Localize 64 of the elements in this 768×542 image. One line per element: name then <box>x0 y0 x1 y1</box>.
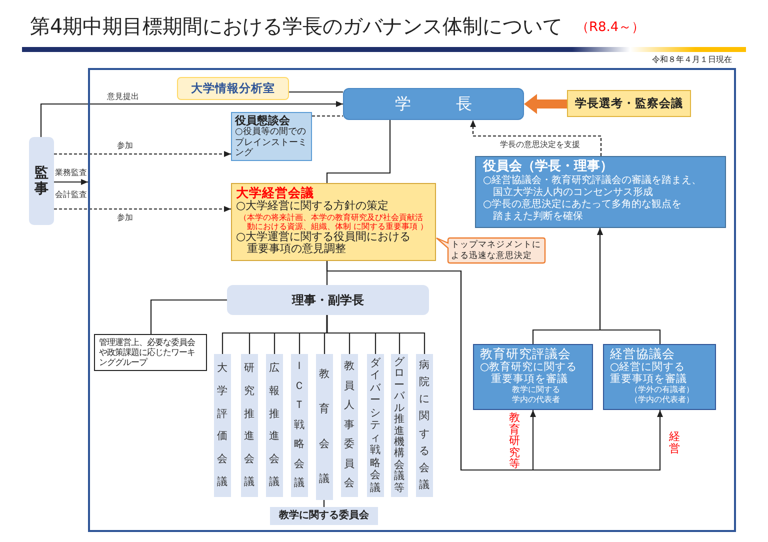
box-text: ○大学運営に関する役員間における重要事項の意見調整 <box>236 230 411 256</box>
committee-column: 研究推進会議 <box>241 354 258 497</box>
edge-label: 参加 <box>117 213 133 223</box>
date-text: 令和８年４月１日現在 <box>652 55 732 65</box>
frame <box>88 68 736 532</box>
block-arrow <box>524 94 567 114</box>
title: 第4期中期目標期間における学長のガバナンス体制について <box>30 13 563 39</box>
meeting-box <box>231 112 312 161</box>
edge-label: 教育研究等 <box>508 412 521 470</box>
box-heading: 大学経営会議 <box>236 186 314 200</box>
committee-column: 大学評価会議 <box>214 354 231 497</box>
box-heading: 経営協議会 <box>610 347 675 361</box>
arrow <box>597 228 661 344</box>
committee-column: 教育会議 <box>316 354 333 500</box>
box-text: ○役員等の間でのブレインストーミング <box>235 127 308 158</box>
edge-label: 参加 <box>117 141 133 151</box>
box-text: ○学長の意思決定にあたって多角的な観点を踏まえた判断を確保 <box>483 199 683 223</box>
committee-column: 病院に関する会議 <box>416 354 433 497</box>
arrow <box>40 101 343 137</box>
connector-line <box>150 299 227 334</box>
executive-box: 理事・副学長 <box>227 285 429 315</box>
president-box: 学 長 <box>343 88 524 120</box>
committee-box: 教学に関する委員会 <box>270 507 378 525</box>
box-note: （学内の代表者） <box>630 395 694 405</box>
dashed-line <box>312 115 343 117</box>
box-note: 教学に関する学内の代表者 <box>512 385 561 405</box>
line-label: 会計監査 <box>55 190 87 200</box>
council-box: 学長選考・監察会議 <box>567 90 691 117</box>
committee-column: 教員人事委員会 <box>341 354 358 497</box>
subtitle-text: （R8.4～） <box>576 20 645 36</box>
committee-column: ダイバーシティ戦略会議 <box>367 354 384 497</box>
callout-bubble: トップマネジメントによる迅速な意思決定 <box>436 237 546 264</box>
box-heading: 教育研究評議会 <box>480 347 571 361</box>
dashed-arrow <box>54 151 231 157</box>
office-box: 大学情報分析室 <box>177 77 289 100</box>
box-text: ○経営に関する重要事項を審議 <box>610 361 688 385</box>
edge-label: 意見提出 <box>107 92 139 102</box>
management-box <box>231 183 436 261</box>
box-text: ○経営協議会・教育研究評議会の審議を踏まえ、国立大学法人内のコンセンサス形成 <box>483 175 703 198</box>
council-box <box>603 344 716 410</box>
box-heading: 役員会（学長・理事） <box>483 159 613 174</box>
dashed-arrow <box>470 120 602 156</box>
box-text: ○大学経営に関する方針の策定 <box>236 200 389 212</box>
working-group-box: 管理運営上、必要な委員会や政策課題に応じたワーキンググループ <box>94 334 207 371</box>
dashed-arrow <box>54 206 231 212</box>
connector-line <box>289 91 343 93</box>
box-note: （学外の有識者） <box>630 385 694 395</box>
auditor-box: 監事 <box>29 137 54 225</box>
committee-column: グローバル推進機構会議等 <box>391 354 408 497</box>
committee-column: 広報推進会議 <box>266 354 283 497</box>
committee-column: ＩＣＴ戦略会議 <box>291 354 308 497</box>
board-box <box>475 156 726 228</box>
box-note: （本学の将来計画、本学の教育研究及び社会貢献活動における資源、組織、体制 に関する重要事項 ） <box>239 212 430 230</box>
connector-line <box>326 120 391 183</box>
council-box <box>473 344 593 410</box>
box-text: ○教育研究に関する重要事項を審議 <box>480 361 578 385</box>
arrow <box>326 261 663 471</box>
edge-label: 経営 <box>668 431 681 454</box>
edge-label: 業務監査 <box>55 168 87 178</box>
connector-line <box>323 500 325 507</box>
connector-line <box>326 315 426 354</box>
box-heading: 役員懇談会 <box>235 114 290 127</box>
arrow <box>54 179 88 185</box>
edge-label: 学長の意思決定を支援 <box>500 140 580 150</box>
